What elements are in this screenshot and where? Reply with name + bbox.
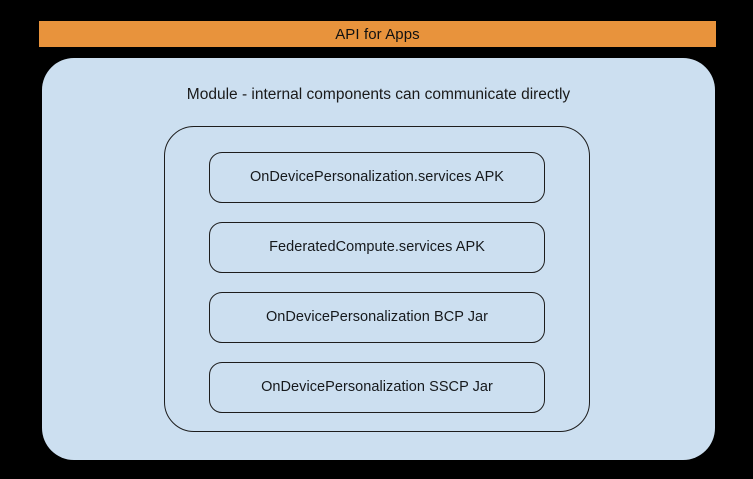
component-box: FederatedCompute.services APK	[209, 222, 545, 273]
component-box: OnDevicePersonalization SSCP Jar	[209, 362, 545, 413]
component-label: OnDevicePersonalization.services APK	[249, 168, 505, 185]
component-list: OnDevicePersonalization.services APK Fed…	[209, 152, 545, 413]
api-for-apps-banner: API for Apps	[39, 21, 716, 47]
component-label: OnDevicePersonalization BCP Jar	[265, 308, 489, 325]
api-for-apps-banner-label: API for Apps	[335, 25, 420, 43]
component-label: FederatedCompute.services APK	[269, 238, 485, 255]
component-box: OnDevicePersonalization BCP Jar	[209, 292, 545, 343]
module-panel-heading: Module - internal components can communi…	[186, 86, 571, 103]
component-label: OnDevicePersonalization SSCP Jar	[261, 378, 493, 395]
internal-components-group	[164, 126, 590, 432]
component-box: OnDevicePersonalization.services APK	[209, 152, 545, 203]
module-panel: Module - internal components can communi…	[42, 58, 715, 460]
